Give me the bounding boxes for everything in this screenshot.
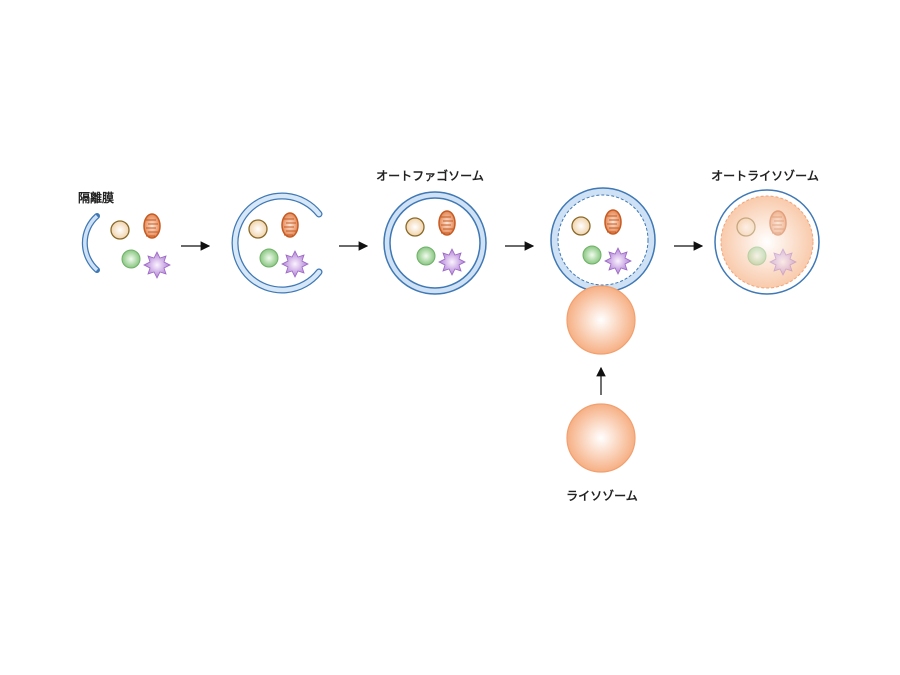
cytoplasmic-cargo: [248, 212, 309, 278]
label-autophagosome: オートファゴソーム: [376, 168, 484, 183]
lysosome: [566, 403, 636, 473]
lysosome-fusing: [566, 285, 636, 355]
autophagosome-fusing: [550, 187, 656, 293]
label-lysosome: ライソゾーム: [566, 488, 638, 503]
label-isolation-membrane: 隔離膜: [78, 190, 114, 205]
expanding-phagophore: [231, 192, 323, 294]
label-autolysosome: オートライソゾーム: [711, 168, 819, 183]
cytoplasmic-cargo: [110, 213, 171, 279]
autolysosome: [714, 189, 820, 295]
autophagosome: [383, 191, 487, 295]
